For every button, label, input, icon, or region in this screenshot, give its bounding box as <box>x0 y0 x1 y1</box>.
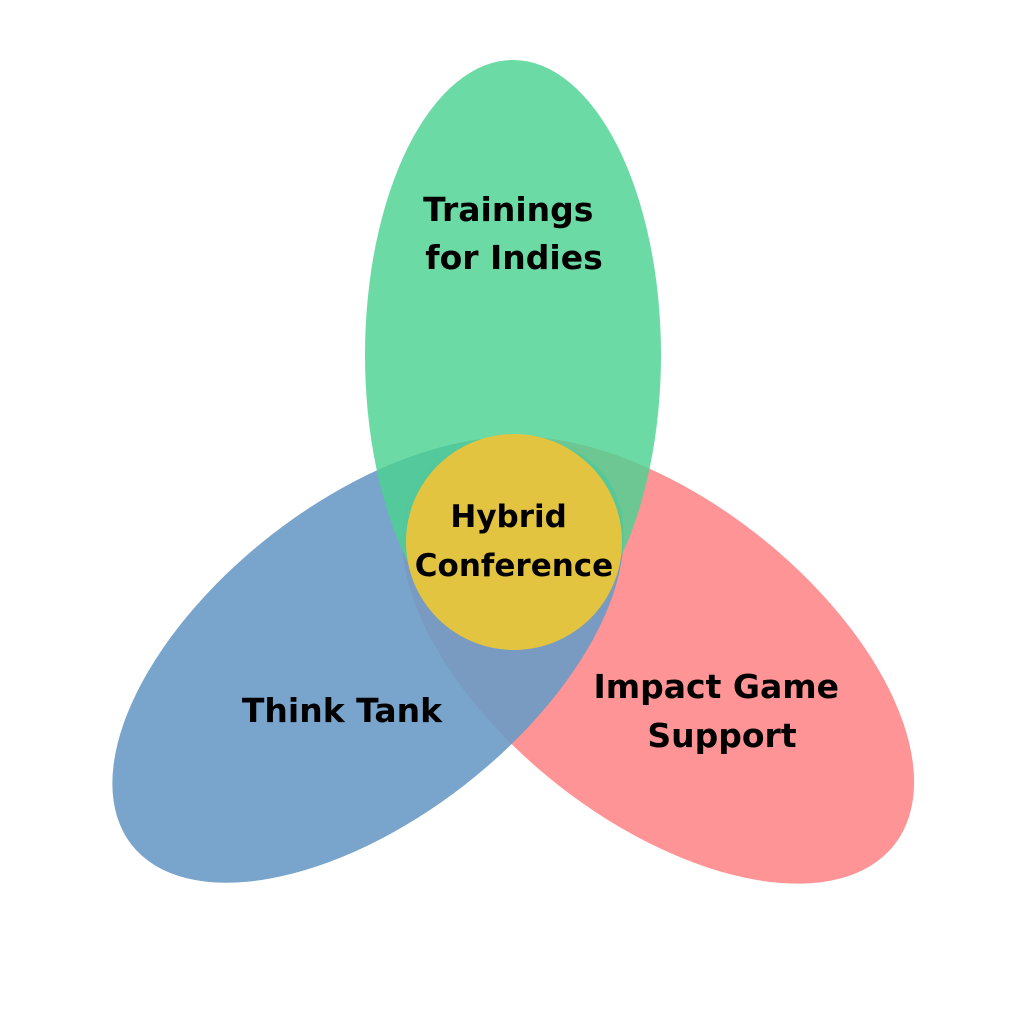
petal-right-label-line-1: Impact Game <box>593 667 839 706</box>
petal-left-label-line-1: Think Tank <box>242 691 443 730</box>
center-label-line-2: Conference <box>415 548 613 584</box>
center-hybrid-conference <box>406 434 622 650</box>
center-label: Hybrid Conference <box>415 499 613 584</box>
petal-top-label-line-2: for Indies <box>425 238 603 277</box>
petal-right-label-line-2: Support <box>647 716 796 755</box>
petal-right-label: Impact Game Support <box>593 667 850 755</box>
petal-top-label: Trainings for Indies <box>423 190 605 277</box>
center-label-line-1: Hybrid <box>450 499 566 535</box>
petal-top-label-line-1: Trainings <box>423 190 593 229</box>
petal-left-label: Think Tank <box>242 691 443 730</box>
